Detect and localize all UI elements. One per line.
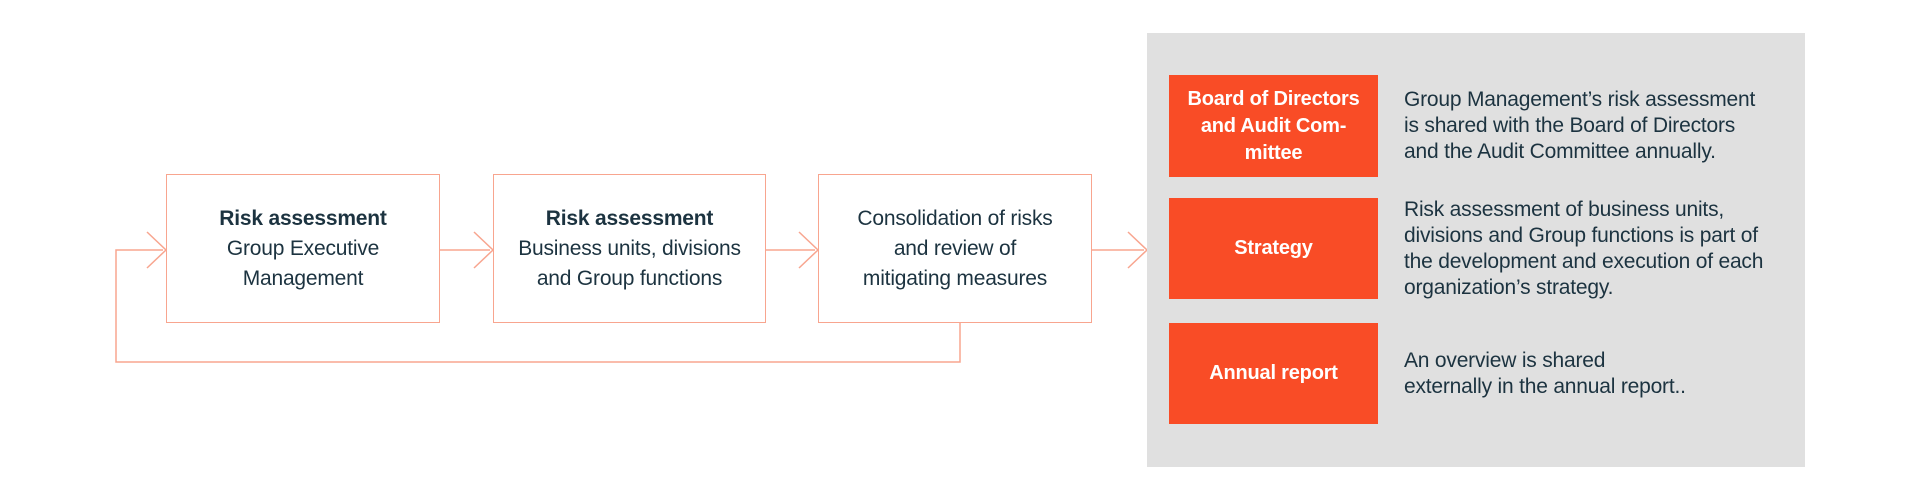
legend-panel: Board of Directors and Audit Com- mittee…	[1147, 33, 1805, 467]
legend-label: Strategy	[1169, 198, 1378, 299]
legend-label: Board of Directors and Audit Com- mittee	[1169, 75, 1378, 177]
flow-box-group-executive-management: Risk assessment Group Executive Manageme…	[166, 174, 440, 323]
arrowhead-icon	[473, 231, 495, 269]
flow-box-consolidation-of-risks: Consolidation of risks and review of mit…	[818, 174, 1092, 323]
legend-description: Group Management’s risk assessment is sh…	[1404, 88, 1756, 163]
flow-box-body: Consolidation of risks and review of mit…	[857, 206, 1053, 290]
legend-row-annual-report: Annual report An overview is shared exte…	[1169, 323, 1793, 424]
arrowhead-icon	[798, 231, 820, 269]
flow-box-body: Business units, divisions and Group func…	[518, 236, 741, 290]
legend-description: Risk assessment of business units, divis…	[1404, 197, 1764, 299]
legend-description: An overview is shared externally in the …	[1404, 348, 1686, 398]
flow-box-title: Risk assessment	[219, 206, 387, 230]
flow-box-body: Group Executive Management	[226, 236, 380, 290]
legend-row-strategy: Strategy Risk assessment of business uni…	[1169, 198, 1793, 299]
arrowhead-icon	[146, 231, 168, 269]
arrowhead-icon	[1127, 231, 1149, 269]
legend-label: Annual report	[1169, 323, 1378, 424]
flow-box-business-units-divisions: Risk assessment Business units, division…	[493, 174, 766, 323]
flow-box-title: Risk assessment	[545, 206, 714, 230]
legend-row-board-of-directors: Board of Directors and Audit Com- mittee…	[1169, 75, 1793, 177]
